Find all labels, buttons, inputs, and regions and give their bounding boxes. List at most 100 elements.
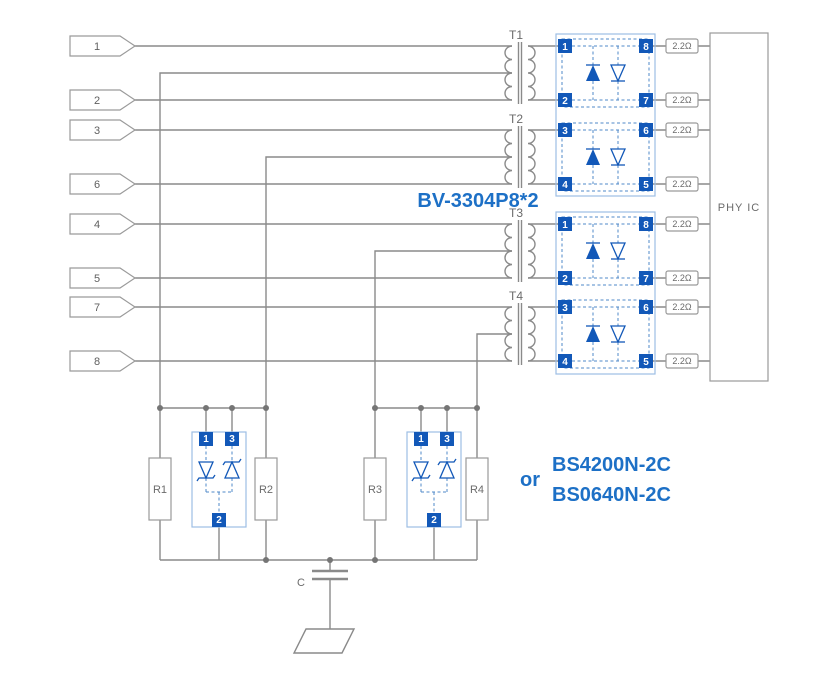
tvs-pin <box>558 300 572 314</box>
connector-label: 6 <box>94 179 100 191</box>
tvs-pin-label: 4 <box>562 357 568 368</box>
device-pin-label: 2 <box>431 515 437 526</box>
tvs-diode-pair <box>571 223 640 279</box>
connector-arrow <box>69 173 137 195</box>
tvs-pin-label: 2 <box>562 274 568 285</box>
tvs-diode-pair <box>571 45 640 101</box>
circuit-wires <box>135 45 710 629</box>
resistor-box <box>465 457 489 521</box>
tvs-pin-label: 1 <box>562 220 568 231</box>
tvs-pin <box>639 217 653 231</box>
junction-dot <box>263 557 269 563</box>
resistor-label: R1 <box>153 484 167 496</box>
resistor-box <box>665 216 699 232</box>
junction-dot <box>444 405 450 411</box>
device-pin-label: 3 <box>229 434 235 445</box>
tvs-pin <box>639 354 653 368</box>
connector-label: 1 <box>94 41 100 53</box>
tvs-pin-label: 5 <box>643 357 649 368</box>
device-model-label: BS0640N-2C <box>552 484 671 506</box>
protection-device-1: 1 3 2 <box>191 431 247 528</box>
resistor-value: 2.2Ω <box>672 356 692 366</box>
resistor-value: 2.2Ω <box>672 219 692 229</box>
tvs-pin <box>639 123 653 137</box>
tvs-pin <box>558 271 572 285</box>
resistor-value: 2.2Ω <box>672 95 692 105</box>
tvs-pin <box>558 354 572 368</box>
capacitor: C <box>297 569 348 589</box>
junction-dot <box>327 557 333 563</box>
resistor-label: R2 <box>259 484 273 496</box>
transformer-label: T1 <box>509 28 523 42</box>
device-pin-label: 1 <box>203 434 209 445</box>
connector-arrow <box>69 267 137 289</box>
tvs-pin-label: 4 <box>562 180 568 191</box>
junction-dot <box>263 405 269 411</box>
tvs-pin <box>639 177 653 191</box>
transformer-label: T3 <box>509 206 523 220</box>
capacitor-label: C <box>297 577 305 589</box>
tvs-part-number-label: BV-3304P8*2 <box>417 190 538 212</box>
junction-dot <box>372 405 378 411</box>
phy-label: PHY IC <box>718 202 760 214</box>
tvs-pin-label: 7 <box>643 96 649 107</box>
junction-dot <box>203 405 209 411</box>
resistor-box <box>665 270 699 286</box>
termination-resistors: R1 R2 R3 R4 <box>148 457 489 521</box>
tvs-pin-label: 3 <box>562 303 568 314</box>
tvs-package-outline <box>555 211 656 375</box>
device-model-callout: or BS4200N-2C BS0640N-2C <box>520 454 671 506</box>
resistor-box <box>665 299 699 315</box>
junction-dot <box>157 405 163 411</box>
transformer-coil-t2 <box>504 125 536 189</box>
connector-block: 1 2 3 6 4 5 7 8 <box>69 35 137 372</box>
connector-arrow <box>69 35 137 57</box>
tvs-pin-label: 1 <box>562 42 568 53</box>
connector-label: 4 <box>94 219 100 231</box>
tvs-package-2: 1 2 3 4 8 7 6 5 <box>555 211 656 375</box>
transformer-coil-t1 <box>504 41 536 105</box>
resistor-box <box>665 38 699 54</box>
resistor-value: 2.2Ω <box>672 179 692 189</box>
transformer-coil-t4 <box>504 302 536 366</box>
connector-label: 7 <box>94 302 100 314</box>
tvs-pin-label: 2 <box>562 96 568 107</box>
resistor-value: 2.2Ω <box>672 125 692 135</box>
device-pin-label: 1 <box>418 434 424 445</box>
device-model-label: BS4200N-2C <box>552 454 671 476</box>
transformer-label: T2 <box>509 112 523 126</box>
or-label: or <box>520 469 540 491</box>
connector-label: 8 <box>94 356 100 368</box>
junction-dots <box>157 405 480 563</box>
junction-dot <box>372 557 378 563</box>
chassis-ground-icon <box>292 628 356 654</box>
tvs-pair-outline <box>561 122 650 192</box>
tvs-pin-label: 6 <box>643 303 649 314</box>
connector-arrow <box>69 350 137 372</box>
tvs-pin <box>558 123 572 137</box>
connector-label: 5 <box>94 273 100 285</box>
junction-dot <box>229 405 235 411</box>
tvs-pin <box>639 271 653 285</box>
tvs-package-outline <box>555 33 656 197</box>
resistor-value: 2.2Ω <box>672 302 692 312</box>
resistor-value: 2.2Ω <box>672 41 692 51</box>
tvs-pin <box>558 39 572 53</box>
tvs-pin <box>639 93 653 107</box>
connector-label: 3 <box>94 125 100 137</box>
connector-arrow <box>69 89 137 111</box>
protection-device-2: 1 3 2 <box>406 431 462 528</box>
connector-arrow <box>69 296 137 318</box>
tvs-pin-label: 8 <box>643 42 649 53</box>
tvs-pin <box>639 39 653 53</box>
tvs-pair-outline <box>561 216 650 286</box>
resistor-box <box>363 457 387 521</box>
tvs-diode-pair <box>571 306 640 362</box>
protection-device-body <box>191 431 247 528</box>
transformer-coil-t3 <box>504 219 536 283</box>
tvs-pin-label: 8 <box>643 220 649 231</box>
connector-arrow <box>69 213 137 235</box>
capacitor-plates <box>312 569 348 581</box>
